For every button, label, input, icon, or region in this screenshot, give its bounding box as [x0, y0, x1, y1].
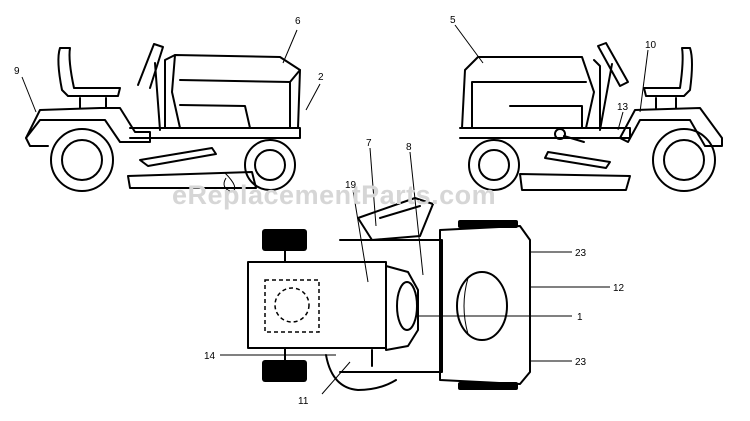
callout-7: 7	[366, 138, 372, 149]
callout-12: 12	[613, 283, 625, 294]
top-view	[247, 197, 531, 391]
watermark-text: eReplacementParts.com	[172, 180, 496, 210]
callout-5: 5	[450, 15, 456, 26]
callout-23-top: 23	[575, 248, 587, 259]
callout-11: 11	[298, 396, 309, 407]
callout-13: 13	[617, 102, 629, 113]
callout-14: 14	[204, 351, 216, 362]
callout-2: 2	[318, 72, 324, 83]
callout-9: 9	[14, 66, 20, 77]
callout-23-bottom: 23	[575, 357, 587, 368]
left-side-view	[25, 43, 301, 193]
callout-1: 1	[577, 312, 583, 323]
leader-lines	[21, 24, 649, 395]
callout-6: 6	[295, 16, 301, 27]
callout-19: 19	[345, 180, 357, 191]
callout-10: 10	[645, 40, 657, 51]
callout-labels: 6 2 9 5 10 13 7 8 19 23 12 1 23 14 11	[14, 15, 657, 407]
callout-8: 8	[406, 142, 412, 153]
right-side-view	[459, 42, 723, 192]
